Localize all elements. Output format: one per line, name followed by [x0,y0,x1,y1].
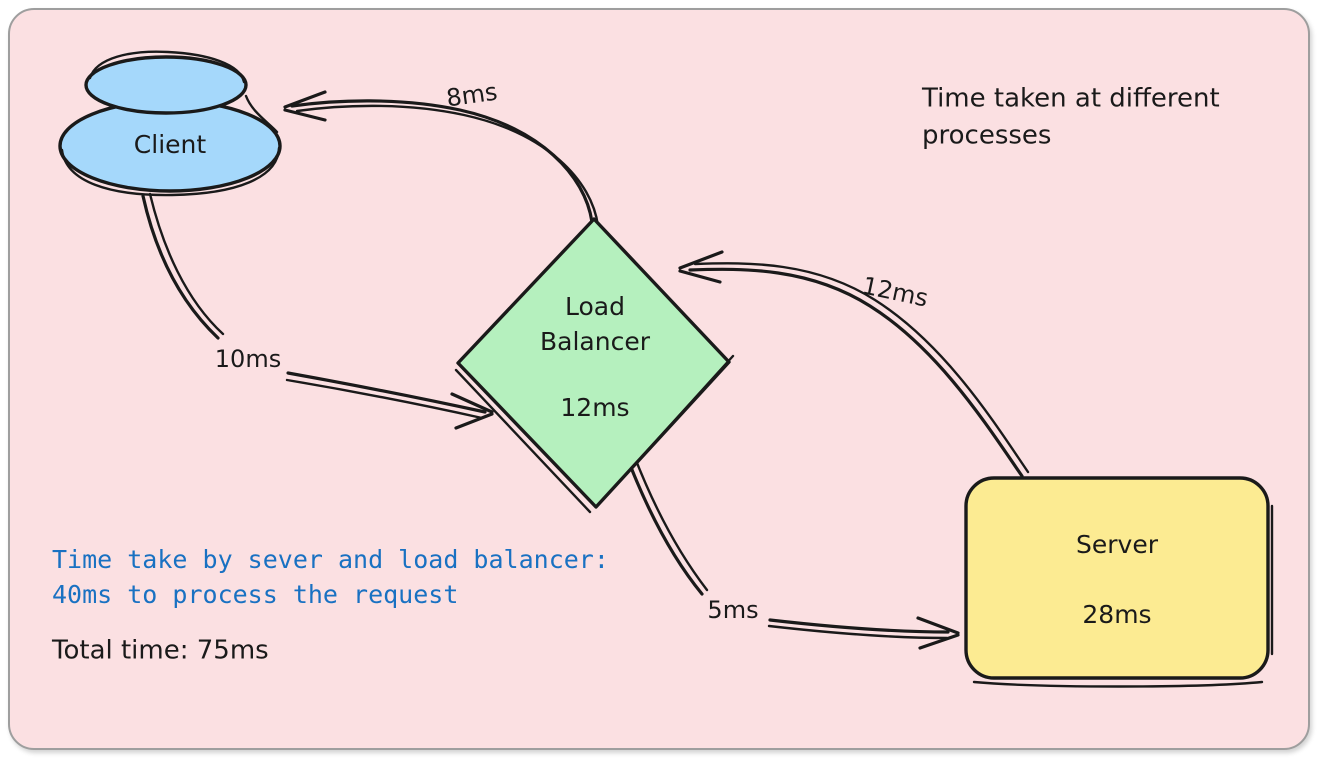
caption-line-1: Time taken at different [921,84,1220,114]
caption-time-taken: Time taken at different processes [921,84,1220,151]
note-blue-line-1: Time take by sever and load balancer: [52,545,609,574]
edge-client-to-load-balancer[interactable]: 10ms [141,192,494,430]
node-label-load-balancer-line1: Load [565,292,625,321]
edge-label-5ms: 5ms [707,596,758,624]
note-processing-time: Time take by sever and load balancer: 40… [52,545,609,609]
edge-load-balancer-to-client[interactable]: 8ms [283,78,600,228]
node-client[interactable]: Client [58,50,282,197]
caption-line-2: processes [922,121,1051,151]
node-label-load-balancer-line2: Balancer [540,327,651,356]
node-server[interactable]: Server 28ms [964,476,1274,688]
node-label-server: Server [1076,530,1159,559]
node-label-client: Client [134,130,207,159]
edge-label-8ms: 8ms [445,78,500,113]
note-blue-line-2: 40ms to process the request [52,580,458,609]
node-value-load-balancer: 12ms [560,393,629,422]
edge-load-balancer-to-server[interactable]: 5ms [623,448,960,650]
note-total-time: Total time: 75ms [51,636,269,666]
edge-label-10ms: 10ms [215,345,281,373]
node-value-server: 28ms [1082,600,1151,629]
edge-server-to-load-balancer[interactable]: 12ms [678,250,1030,478]
node-load-balancer[interactable]: Load Balancer 12ms [454,217,735,514]
